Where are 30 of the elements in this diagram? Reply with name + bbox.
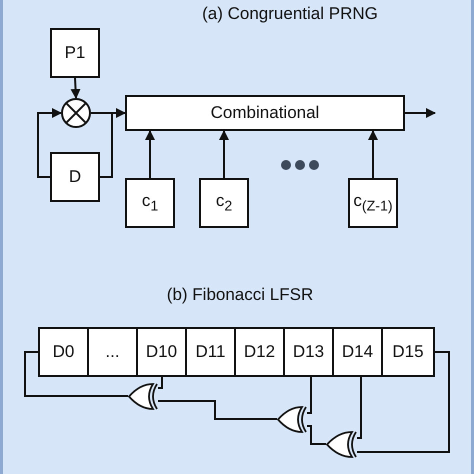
delay-box: D bbox=[50, 152, 100, 202]
constant-box: c$_{2}$ bbox=[199, 178, 249, 228]
wire bbox=[357, 377, 362, 439]
section-title: (b) Fibonacci LFSR bbox=[166, 285, 314, 305]
wire bbox=[307, 425, 326, 445]
register-cell: D12 bbox=[234, 327, 285, 377]
wire bbox=[307, 377, 312, 414]
register-cell: D0 bbox=[38, 327, 89, 377]
arrow bbox=[368, 130, 378, 178]
arrow bbox=[145, 130, 155, 178]
arrow bbox=[219, 130, 229, 178]
arrow bbox=[37, 108, 62, 178]
wire bbox=[158, 400, 277, 420]
arrow bbox=[70, 78, 81, 99]
process-box: Combinational bbox=[125, 95, 405, 131]
register-cell: D10 bbox=[136, 327, 187, 377]
register-cell: D13 bbox=[283, 327, 334, 377]
arrow bbox=[91, 108, 126, 118]
register-cell: D15 bbox=[381, 327, 435, 377]
diagram-title: (a) Congruential PRNG bbox=[201, 4, 379, 24]
register-cell: ... bbox=[87, 327, 138, 377]
register-cell: D14 bbox=[332, 327, 383, 377]
arrow bbox=[405, 108, 436, 118]
wire bbox=[357, 351, 450, 453]
wire bbox=[158, 377, 163, 389]
register-cell: D11 bbox=[185, 327, 236, 377]
constant-box: c$_{1}$ bbox=[125, 178, 175, 228]
wire bbox=[24, 351, 128, 397]
process-box: P1 bbox=[50, 28, 100, 78]
constant-box: c$_{(Z-1)}$ bbox=[348, 178, 398, 228]
